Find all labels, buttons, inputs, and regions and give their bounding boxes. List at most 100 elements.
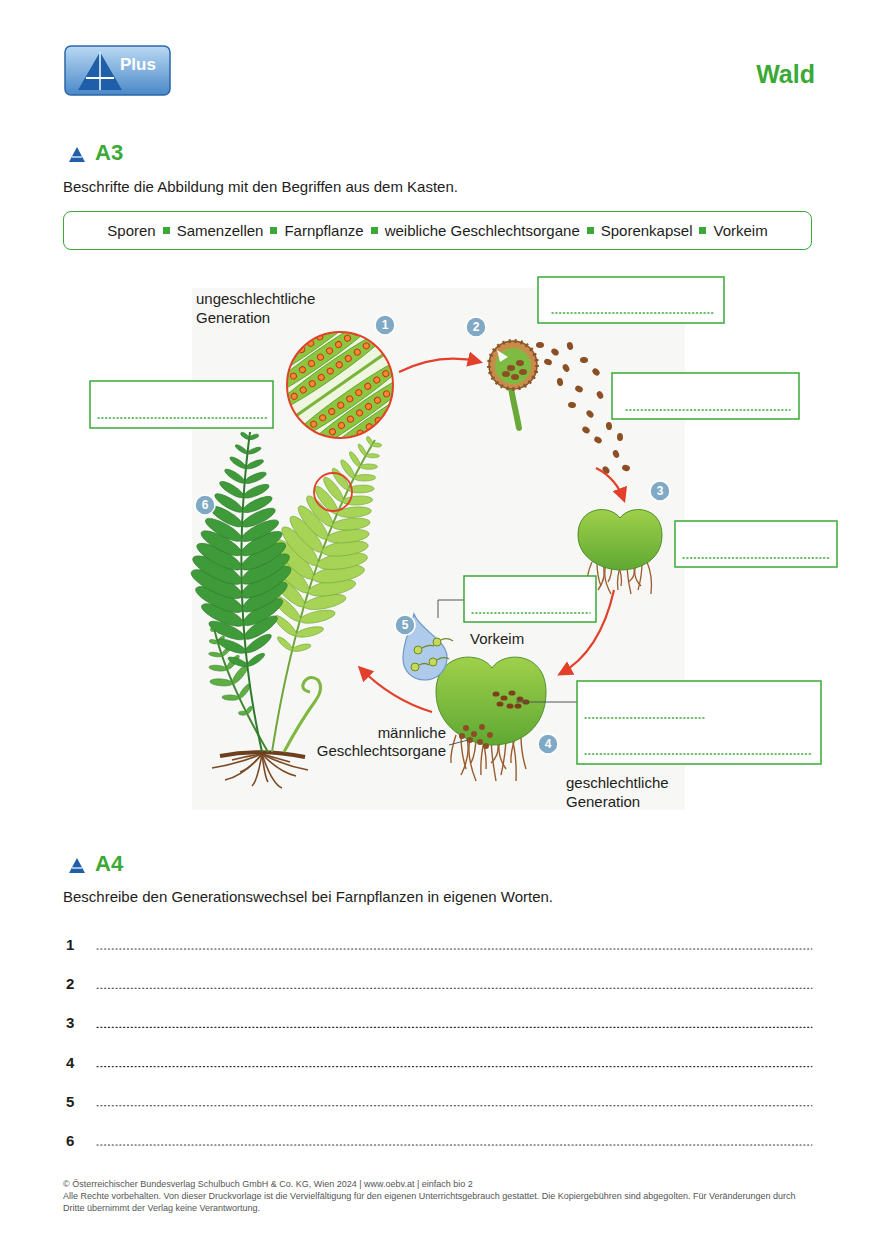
fern-plant xyxy=(314,473,352,511)
water-droplet xyxy=(437,658,449,660)
leader-line xyxy=(516,702,577,703)
magnified-frond xyxy=(328,407,336,415)
prothallium-large xyxy=(483,743,489,749)
water-droplet xyxy=(422,645,434,648)
magnified-frond xyxy=(329,448,337,456)
sporangium xyxy=(519,369,527,375)
magnified-frond xyxy=(334,340,342,348)
fern-plant xyxy=(234,443,248,455)
line-number: 3 xyxy=(66,1014,74,1032)
fern-plant xyxy=(248,433,259,440)
word: Vorkeim xyxy=(713,222,767,239)
magnified-frond xyxy=(346,415,354,423)
word-item: weibliche Geschlechtsorgane xyxy=(364,222,580,239)
answer-dots xyxy=(585,753,812,754)
sporangium xyxy=(511,374,519,380)
fern-plant xyxy=(372,443,382,447)
magnified-frond xyxy=(373,396,381,404)
magnified-frond xyxy=(338,442,346,450)
sporangium xyxy=(495,348,531,384)
spores xyxy=(593,435,603,444)
spores xyxy=(543,358,553,366)
task-icon xyxy=(69,147,85,162)
page-title: Wald xyxy=(756,60,815,89)
magnified-frond xyxy=(410,391,418,399)
prothallium-large xyxy=(493,690,530,708)
magnified-frond xyxy=(271,364,279,372)
callout-number: 4 xyxy=(538,734,558,754)
fern-plant xyxy=(246,651,267,668)
magnified-frond xyxy=(301,447,309,455)
prothallium-large xyxy=(436,657,546,745)
callout-circle xyxy=(650,481,670,501)
sporangium xyxy=(497,350,508,362)
spores xyxy=(550,347,560,357)
magnified-frond xyxy=(262,371,270,379)
magnified-frond xyxy=(352,307,360,315)
task-icon xyxy=(72,156,82,157)
sporangium xyxy=(489,341,537,389)
word: Samenzellen xyxy=(177,222,264,239)
writing-line xyxy=(97,1105,812,1106)
fern-plant xyxy=(209,639,218,645)
publisher-logo xyxy=(65,46,170,95)
magnified-frond xyxy=(310,440,318,448)
word-item: Samenzellen xyxy=(156,222,264,239)
fern-plant xyxy=(220,752,305,757)
leader-line xyxy=(438,600,464,618)
word: Sporen xyxy=(107,222,155,239)
fern-plant xyxy=(295,625,324,640)
answer-dots xyxy=(98,313,830,754)
generation-label: ungeschlechtliche Generation xyxy=(196,290,346,328)
spores xyxy=(566,341,574,350)
task-icon xyxy=(69,858,85,873)
magnified-frond xyxy=(346,395,354,403)
word: weibliche Geschlechtsorgane xyxy=(385,222,580,239)
magnified-frond xyxy=(364,382,372,390)
sporangium xyxy=(502,371,510,377)
fern-plant xyxy=(240,431,251,440)
prothallium-small xyxy=(578,510,662,570)
callout-circle xyxy=(466,317,486,337)
prothallium-large xyxy=(501,695,508,700)
answer-dots xyxy=(552,312,714,313)
cycle-arrow xyxy=(596,468,624,500)
prothallium-large xyxy=(487,732,493,738)
spores xyxy=(617,433,623,441)
fern-plant xyxy=(238,711,246,715)
line-number: 6 xyxy=(66,1132,74,1150)
fern-plant xyxy=(284,677,321,752)
prothallium-small xyxy=(647,562,652,594)
magnified-frond xyxy=(298,366,306,374)
magnified-frond xyxy=(334,320,342,328)
magnified-frond xyxy=(311,460,319,468)
magnified-frond xyxy=(355,388,363,396)
word-item: Farnpflanze xyxy=(263,222,363,239)
callout-circle xyxy=(195,495,215,515)
magnified-frond xyxy=(364,402,372,410)
callout-number: 2 xyxy=(466,317,486,337)
spores xyxy=(612,449,621,459)
answer-dots xyxy=(472,612,590,613)
part-label: männliche Geschlechtsorgane xyxy=(316,724,446,760)
answer-dots xyxy=(98,417,268,418)
fern-plant xyxy=(242,482,271,501)
publisher-logo xyxy=(65,46,170,95)
callout-circle xyxy=(375,315,395,335)
magnified-frond xyxy=(320,454,328,462)
fern-plant xyxy=(337,506,372,519)
answer-box xyxy=(538,277,724,323)
prothallium-large xyxy=(436,657,546,781)
prothallium-large xyxy=(509,690,516,695)
water-droplet xyxy=(429,658,437,666)
prothallium-large xyxy=(459,733,465,739)
spores xyxy=(580,357,588,364)
fern-plant xyxy=(269,436,382,752)
publisher-logo xyxy=(78,52,122,90)
spores xyxy=(561,363,570,373)
cycle-arrow xyxy=(360,668,432,712)
magnified-frond xyxy=(290,392,298,400)
prothallium-large xyxy=(477,739,483,745)
task-icon xyxy=(72,867,82,868)
